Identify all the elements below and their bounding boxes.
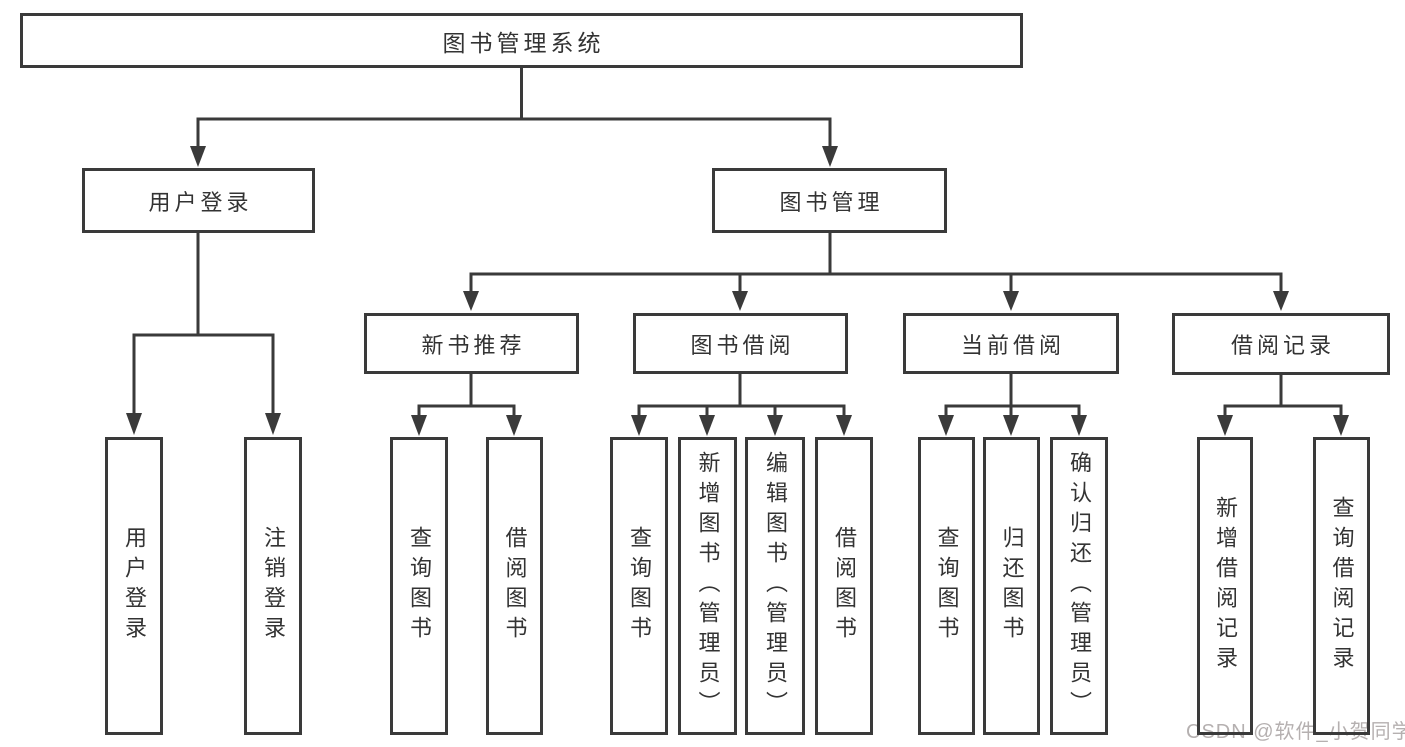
node-leaf-confirm-return-admin: 确认归还（管理员） — [1050, 437, 1108, 735]
connector-root-to-level2 — [190, 68, 838, 167]
node-label: 查询图书 — [407, 526, 432, 646]
node-label: 查询图书 — [627, 526, 652, 646]
connector-user-login-to-leaves — [126, 233, 281, 435]
node-leaf-query-books-recommend: 查询图书 — [390, 437, 448, 735]
node-new-book-recommend: 新书推荐 — [364, 313, 579, 374]
node-leaf-return-books: 归还图书 — [983, 437, 1040, 735]
connector-book-management-to-level3 — [463, 233, 1289, 311]
node-label: 图书管理系统 — [442, 29, 605, 56]
connector-book-borrow-to-leaves — [631, 374, 852, 436]
node-current-borrow: 当前借阅 — [903, 313, 1119, 374]
node-label: 确认归还（管理员） — [1067, 451, 1092, 721]
node-label: 新增图书（管理员） — [695, 451, 721, 721]
node-library-management-system: 图书管理系统 — [20, 13, 1023, 68]
node-label: 用户登录 — [148, 189, 253, 215]
node-leaf-borrow-books-recommend: 借阅图书 — [486, 437, 543, 735]
node-label: 注销登录 — [261, 526, 286, 646]
node-leaf-add-borrow-record: 新增借阅记录 — [1197, 437, 1253, 735]
node-book-borrow: 图书借阅 — [633, 313, 848, 374]
node-label: 图书借阅 — [690, 332, 795, 358]
node-leaf-user-login: 用户登录 — [105, 437, 163, 735]
node-label: 查询借阅记录 — [1329, 496, 1355, 676]
node-label: 借阅图书 — [502, 526, 528, 646]
node-leaf-borrow-books: 借阅图书 — [815, 437, 873, 735]
node-book-management: 图书管理 — [712, 168, 947, 233]
node-leaf-add-books-admin: 新增图书（管理员） — [678, 437, 737, 735]
node-label: 新增借阅记录 — [1213, 496, 1238, 676]
connector-new-book-recommend-to-leaves — [411, 374, 522, 436]
node-label: 用户登录 — [122, 526, 147, 646]
connector-borrow-record-to-leaves — [1217, 374, 1349, 436]
node-leaf-query-borrow-record: 查询借阅记录 — [1313, 437, 1370, 735]
node-leaf-query-books-borrow: 查询图书 — [610, 437, 668, 735]
node-leaf-logout: 注销登录 — [244, 437, 302, 735]
node-label: 查询图书 — [934, 526, 960, 646]
node-label: 归还图书 — [999, 526, 1025, 646]
node-leaf-query-books-current: 查询图书 — [918, 437, 975, 735]
node-leaf-edit-books-admin: 编辑图书（管理员） — [745, 437, 805, 735]
connector-current-borrow-to-leaves — [938, 374, 1087, 436]
node-label: 借阅记录 — [1230, 333, 1335, 358]
node-label: 编辑图书（管理员） — [763, 451, 788, 721]
node-label: 图书管理 — [779, 189, 884, 215]
node-borrow-record: 借阅记录 — [1172, 313, 1390, 375]
node-label: 借阅图书 — [832, 526, 857, 646]
node-label: 新书推荐 — [421, 332, 526, 358]
node-label: 当前借阅 — [960, 332, 1065, 358]
csdn-watermark: CSDN @软件_小贺同学 — [1186, 721, 1405, 743]
node-user-login: 用户登录 — [82, 168, 315, 233]
